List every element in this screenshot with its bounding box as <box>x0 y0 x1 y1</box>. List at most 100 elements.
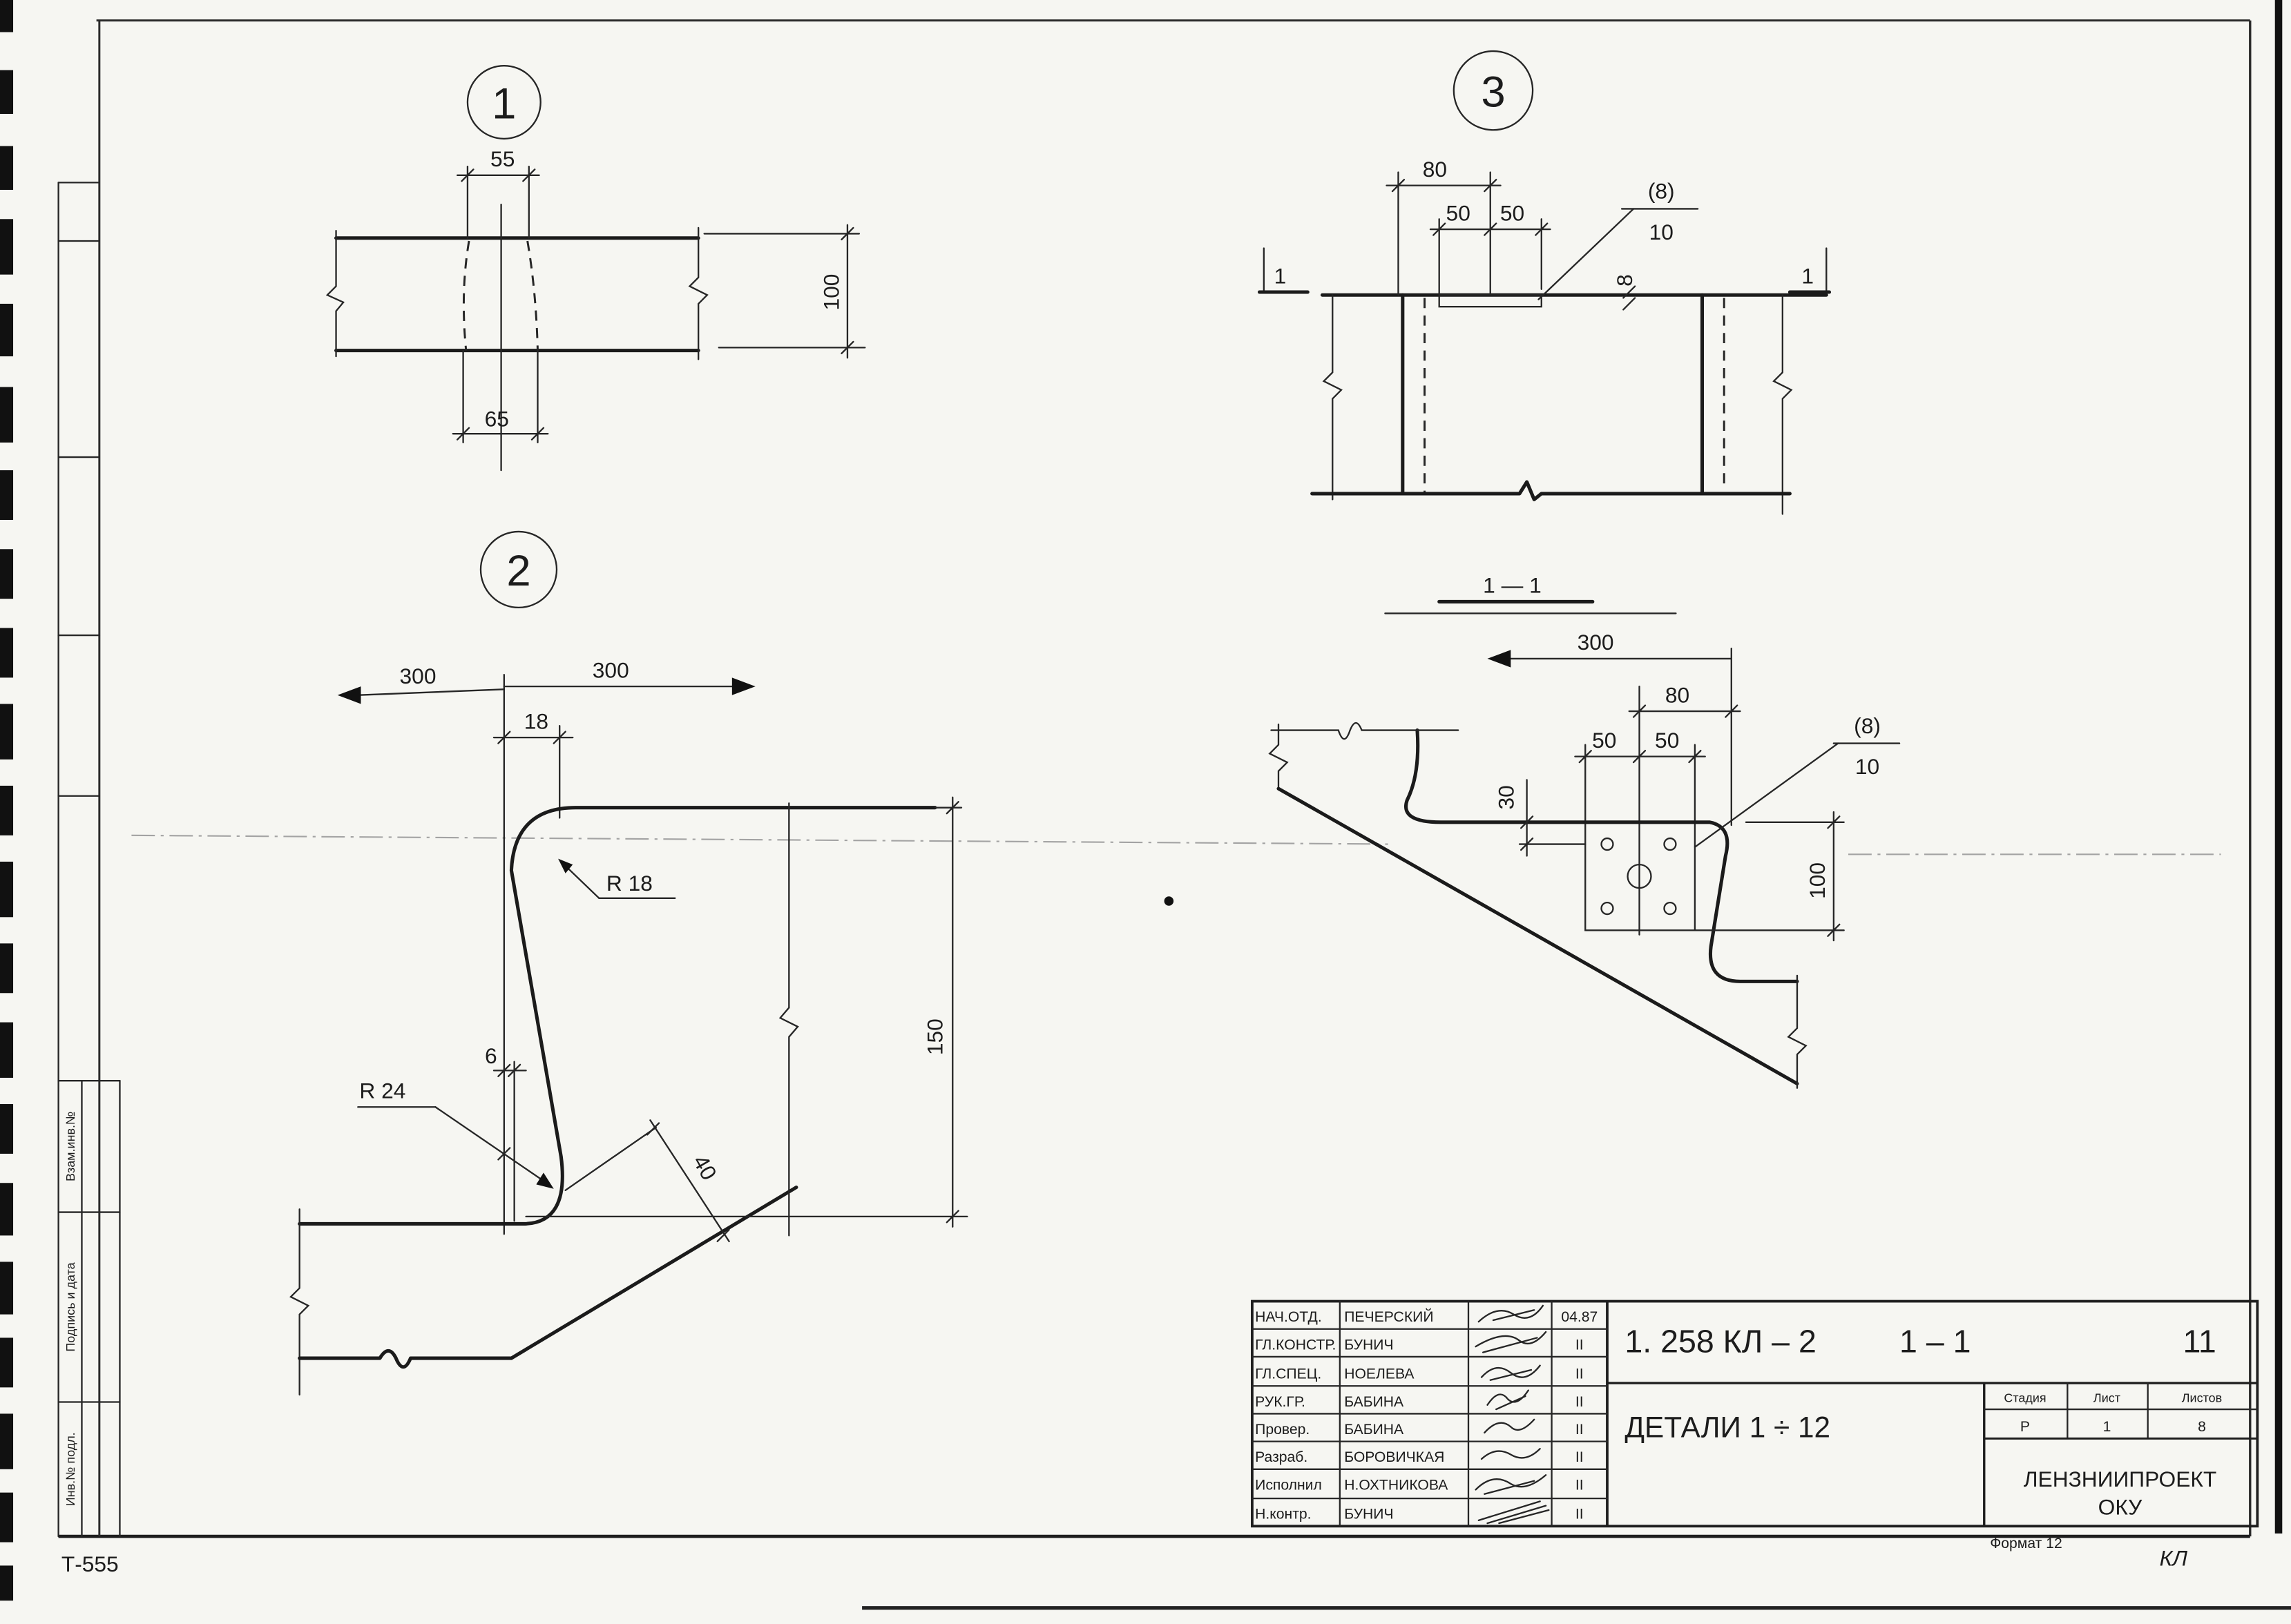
tick-mark <box>716 1228 730 1243</box>
binding-mark <box>0 303 14 357</box>
sheets-header: Листов <box>2182 1391 2222 1405</box>
bolt-hole <box>1600 837 1614 851</box>
callout-thickness: 10 <box>1855 754 1879 779</box>
organization: ЛЕНЗНИИПРОЕКТ <box>2024 1467 2217 1491</box>
archive-number: Т-555 <box>61 1552 119 1576</box>
detail-number: 3 <box>1481 68 1505 116</box>
tick-mark <box>946 801 959 815</box>
sign-date: II <box>1575 1449 1584 1465</box>
bolt-hole <box>1663 901 1677 916</box>
binding-mark <box>0 628 14 678</box>
dim-text: 50 <box>1500 200 1524 225</box>
section-1-1: 1 — 1 300 80 50 50 30 <box>1268 573 1901 1089</box>
dim-text: 100 <box>1805 862 1830 899</box>
centre-line <box>131 834 1388 845</box>
binding-mark <box>0 0 14 32</box>
signature-scribble <box>1480 1364 1541 1381</box>
sign-date: II <box>1575 1507 1584 1522</box>
sign-date: II <box>1575 1394 1584 1410</box>
role-label: Исполнил <box>1255 1477 1322 1493</box>
dim-text: 300 <box>593 657 629 682</box>
sign-date: II <box>1575 1477 1584 1493</box>
centre-hole <box>1627 863 1652 889</box>
signature-scribble <box>1484 1418 1535 1434</box>
hidden-edge <box>462 240 470 351</box>
arrowhead <box>536 1172 554 1189</box>
tick-mark <box>1827 923 1841 937</box>
dim-text: 150 <box>922 1018 947 1055</box>
tick-mark <box>946 1210 959 1224</box>
signature-row: ГЛ.СПЕЦ. НОЕЛЕВА II <box>1255 1364 1584 1382</box>
dim-text: 65 <box>485 407 509 432</box>
signer-name: БАБИНА <box>1344 1394 1404 1410</box>
detail-number-circle <box>479 530 558 609</box>
outline-line <box>1310 480 1792 501</box>
signature-row: РУК.ГР. БАБИНА II <box>1255 1389 1584 1411</box>
radius-label: R 24 <box>359 1079 405 1103</box>
binding-mark <box>0 1492 14 1543</box>
binding-mark <box>0 549 14 599</box>
section-title: 1 — 1 <box>1483 573 1542 598</box>
binding-perforation <box>0 0 14 1601</box>
sheet-title: ДЕТАЛИ 1 ÷ 12 <box>1624 1411 1830 1443</box>
stage-header: Стадия <box>2004 1391 2046 1405</box>
paper-format: Формат 12 <box>1990 1536 2062 1552</box>
binding-mark <box>0 387 14 443</box>
tick-mark <box>1484 222 1497 236</box>
binding-mark <box>0 219 14 275</box>
sign-date: 04.87 <box>1561 1309 1598 1325</box>
bolt-hole <box>1600 901 1614 916</box>
bent-plate-profile <box>298 806 937 1226</box>
dim-text: 8 <box>1612 274 1637 287</box>
tick-mark <box>497 731 511 744</box>
stamp-signature-date: Подпись и дата <box>64 1262 77 1351</box>
dim-text: 50 <box>1592 728 1616 753</box>
sheet-header: Лист <box>2093 1391 2120 1405</box>
signature-row: НАЧ.ОТД. ПЕЧЕРСКИЙ 04.87 <box>1255 1304 1598 1325</box>
dim-text: 55 <box>490 146 515 171</box>
sign-date: II <box>1575 1366 1584 1382</box>
detail-number: 1 <box>492 79 516 128</box>
dim-text: 100 <box>818 274 843 311</box>
sign-date: II <box>1575 1422 1584 1438</box>
dim-text: 30 <box>1494 785 1519 809</box>
tick-mark <box>456 427 470 441</box>
stamp-original-inv: Инв.№ подл. <box>64 1432 77 1506</box>
role-label: ГЛ.СПЕЦ. <box>1255 1366 1321 1382</box>
callout-position: (8) <box>1648 179 1675 204</box>
detail-number-circle <box>466 65 541 140</box>
dim-text: 300 <box>400 664 437 688</box>
signature-row: Исполнил Н.ОХТНИКОВА II <box>1255 1474 1584 1495</box>
signature-row: Н.контр. БУНИЧ II <box>1255 1500 1584 1525</box>
role-label: Провер. <box>1255 1422 1310 1438</box>
stage-value: Р <box>2020 1419 2030 1435</box>
signer-name: БОРОВИЧКАЯ <box>1344 1449 1444 1465</box>
dim-text: 80 <box>1423 157 1447 182</box>
corner-mark: КЛ <box>2160 1545 2188 1570</box>
binding-mark <box>0 1183 14 1236</box>
signature-scribble <box>1475 1474 1547 1495</box>
break-line <box>778 802 799 1237</box>
dim-text: 80 <box>1665 682 1689 707</box>
binding-mark <box>0 861 14 918</box>
break-line <box>1322 294 1343 501</box>
radius-label: R 18 <box>606 871 653 896</box>
binding-mark <box>0 146 14 190</box>
tick-mark <box>1622 285 1636 299</box>
detail-1: 1 55 65 100 <box>325 65 866 472</box>
tick-mark <box>1484 178 1497 193</box>
hidden-edge <box>526 240 539 351</box>
tick-mark <box>646 1122 660 1136</box>
binding-mark <box>0 943 14 994</box>
tick-mark <box>497 1063 511 1077</box>
break-line <box>325 230 345 358</box>
arrowhead <box>558 858 573 873</box>
signature-row: Провер. БАБИНА II <box>1255 1418 1584 1438</box>
tick-mark <box>1632 704 1647 718</box>
leader-line <box>1694 742 1839 848</box>
bolt-hole <box>1663 837 1677 851</box>
dimension-line <box>649 1119 730 1243</box>
break-line <box>1787 974 1808 1089</box>
tick-mark <box>508 1063 521 1077</box>
tick-mark <box>1520 837 1534 851</box>
